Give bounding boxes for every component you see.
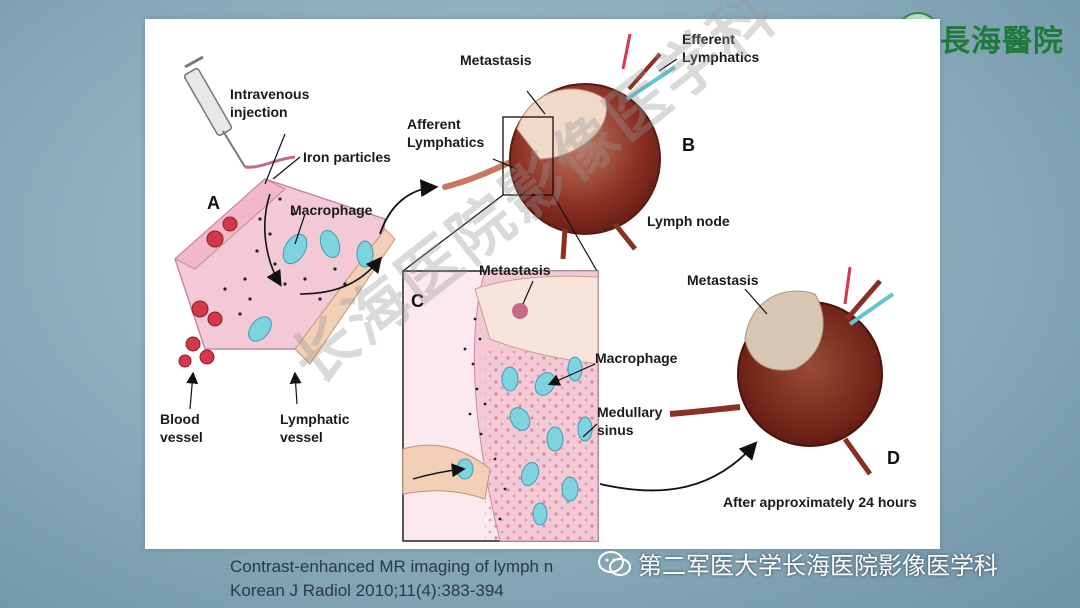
hospital-name: 長海醫院 bbox=[940, 24, 1064, 59]
label-afferent-2: Lymphatics bbox=[407, 134, 484, 150]
label-panel-b: B bbox=[682, 135, 695, 155]
tissue-panel-a bbox=[174, 178, 396, 368]
label-blood-vessel-2: vessel bbox=[160, 429, 203, 445]
caption: Contrast-enhanced MR imaging of lymph n … bbox=[230, 555, 553, 603]
afferent-vessel bbox=[442, 156, 520, 190]
zoom-box bbox=[502, 116, 554, 196]
label-medullary-2: sinus bbox=[597, 422, 634, 438]
label-lymphatic-vessel-2: vessel bbox=[280, 429, 323, 445]
flow-arrow-c-to-d bbox=[599, 441, 758, 492]
label-iron-particles: Iron particles bbox=[303, 149, 391, 165]
zoom-line-left bbox=[402, 194, 504, 272]
label-lymphatic-vessel-1: Lymphatic bbox=[280, 411, 350, 427]
label-macrophage-a: Macrophage bbox=[290, 202, 373, 218]
label-macrophage-c: Macrophage bbox=[595, 350, 678, 366]
label-lymph-node: Lymph node bbox=[647, 213, 730, 229]
label-metastasis-b: Metastasis bbox=[460, 52, 532, 68]
zoom-line-right bbox=[552, 194, 598, 272]
flow-arrow-a-to-b bbox=[379, 179, 439, 235]
label-panel-c: C bbox=[411, 291, 424, 311]
caption-line-2: Korean J Radiol 2010;11(4):383-394 bbox=[230, 581, 504, 600]
syringe-icon bbox=[183, 55, 296, 169]
label-panel-a: A bbox=[207, 193, 220, 213]
label-efferent-2: Lymphatics bbox=[682, 49, 759, 65]
caption-line-1: Contrast-enhanced MR imaging of lymph n bbox=[230, 557, 554, 576]
wechat-account-name: 第二军医大学长海医院影像医学科 bbox=[638, 552, 998, 580]
label-afferent-1: Afferent bbox=[407, 116, 461, 132]
lymph-node-d bbox=[669, 266, 895, 476]
panel-c-magnified bbox=[402, 270, 599, 542]
label-intravenous-1: Intravenous bbox=[230, 86, 310, 102]
label-after-time: After approximately 24 hours bbox=[723, 494, 917, 510]
label-intravenous-2: injection bbox=[230, 104, 288, 120]
diagram-panel: Intravenous injection Iron particles Mac… bbox=[145, 19, 940, 549]
label-blood-vessel-1: Blood bbox=[160, 411, 200, 427]
label-panel-d: D bbox=[887, 448, 900, 468]
label-metastasis-d: Metastasis bbox=[687, 272, 759, 288]
wechat-watermark: 第二军医大学长海医院影像医学科 bbox=[598, 546, 998, 581]
label-efferent-1: Efferent bbox=[682, 31, 735, 47]
label-metastasis-c: Metastasis bbox=[479, 262, 551, 278]
wechat-icon bbox=[598, 550, 631, 576]
lymph-node-diagram: Intravenous injection Iron particles Mac… bbox=[160, 31, 917, 542]
label-medullary-1: Medullary bbox=[597, 404, 663, 420]
